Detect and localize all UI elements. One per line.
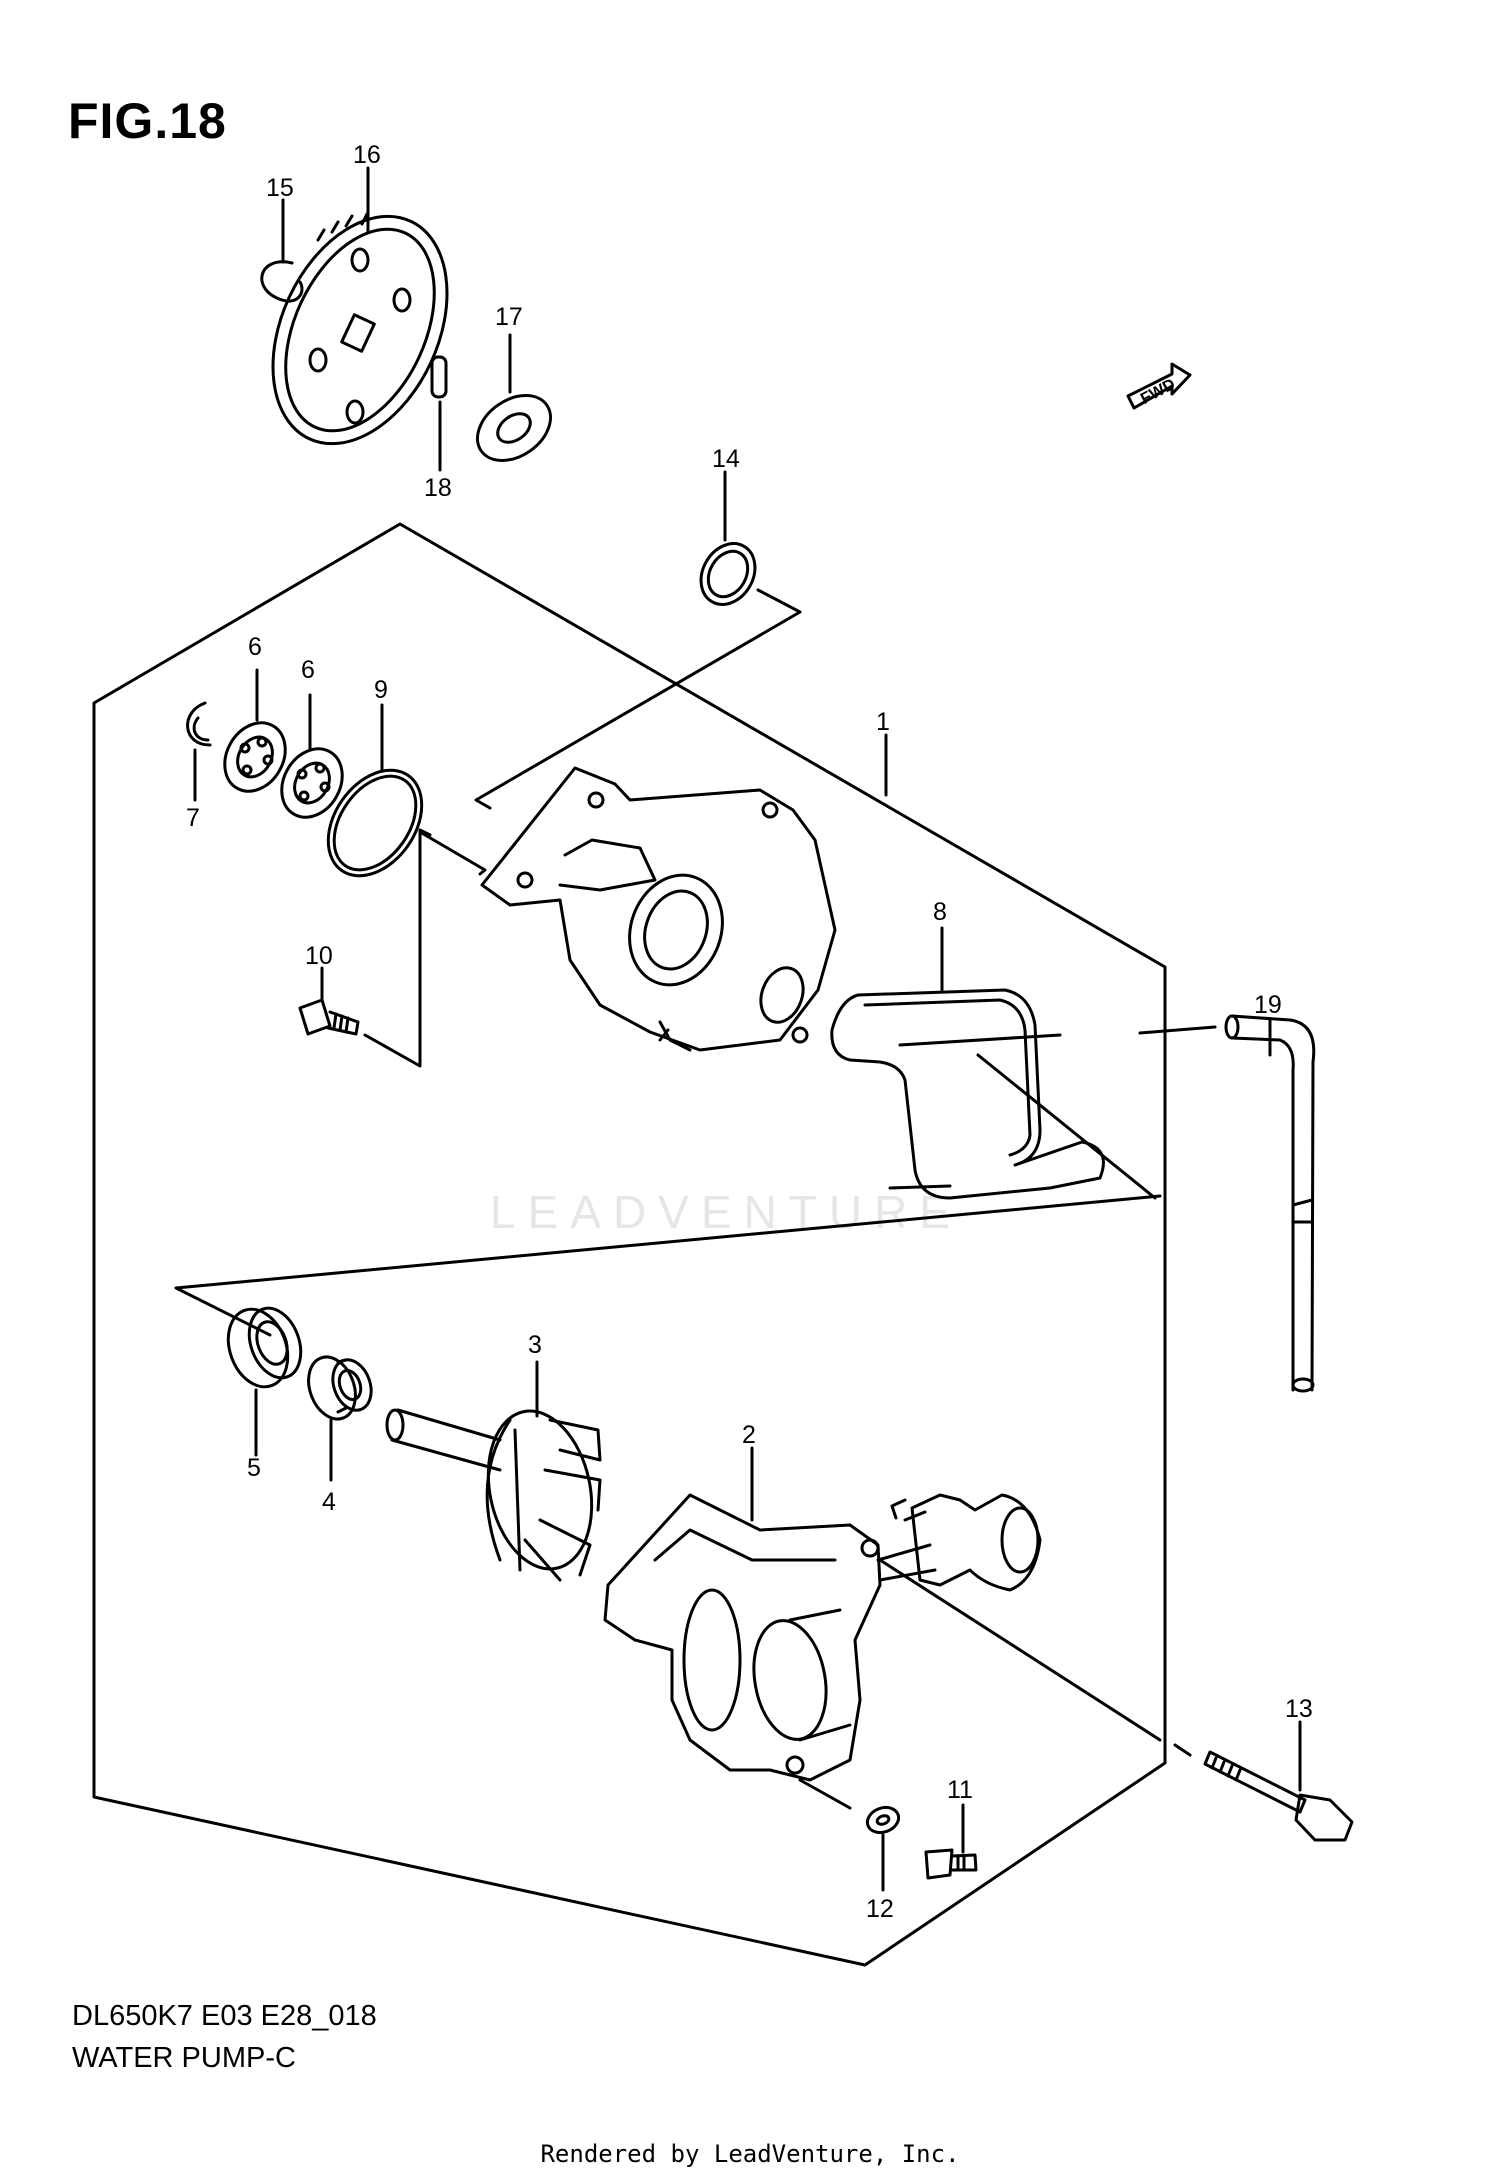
o-ring-part-14 <box>699 542 757 606</box>
rendered-by-footer: Rendered by LeadVenture, Inc. <box>540 2140 960 2168</box>
circlip-part-15 <box>260 260 304 303</box>
impeller-part-3 <box>385 1408 602 1582</box>
callout-8: 8 <box>933 898 947 926</box>
bolt-part-11 <box>924 1848 978 1880</box>
fwd-arrow-icon: FWD <box>1126 362 1192 410</box>
leader-14-housing <box>474 588 802 810</box>
callout-16: 16 <box>353 141 381 169</box>
diagram-caption: WATER PUMP-C <box>72 2042 296 2074</box>
diagram-code: DL650K7 E03 E28_018 <box>72 2000 377 2032</box>
callout-4: 4 <box>322 1488 336 1516</box>
callout-2: 2 <box>742 1421 756 1449</box>
callout-15: 15 <box>266 174 294 202</box>
callout-19: 19 <box>1254 991 1282 1019</box>
gasket-inner-8 <box>863 998 1032 1190</box>
pin-part-18 <box>430 355 448 399</box>
washer-part-12 <box>865 1805 901 1835</box>
bearing-part-6a <box>223 721 287 793</box>
callout-9: 9 <box>374 676 388 704</box>
assembly-outline <box>92 522 1167 1967</box>
pump-cover-part-2 <box>603 1493 1042 1782</box>
callout-18: 18 <box>424 474 452 502</box>
callout-1: 1 <box>876 708 890 736</box>
leader-19-housing <box>898 1025 1217 1047</box>
leader-13-cover <box>878 1558 1192 1757</box>
callout-11: 11 <box>947 1776 973 1804</box>
callout-5: 5 <box>247 1454 261 1482</box>
leader-12-cover <box>798 1778 852 1810</box>
hose-part-19 <box>1224 1014 1316 1393</box>
watermark: LEADVENTURE <box>490 1186 962 1238</box>
callout-6b: 6 <box>301 656 315 684</box>
mechanical-seal-part-4 <box>307 1355 373 1421</box>
bolt-part-13 <box>1203 1750 1354 1842</box>
callout-6a: 6 <box>248 633 262 661</box>
gear-part-16 <box>271 212 449 446</box>
figure-title: FIG.18 <box>68 93 227 149</box>
callout-13: 13 <box>1285 1695 1313 1723</box>
oil-seal-part-5 <box>226 1306 303 1389</box>
o-ring-part-9 <box>326 768 424 878</box>
leader-10-housing <box>363 828 432 1068</box>
washer-part-17 <box>476 394 552 462</box>
callout-12: 12 <box>866 1895 894 1923</box>
housing-split-line-2 <box>976 1053 1157 1200</box>
callout-10: 10 <box>305 942 333 970</box>
bolt-part-10 <box>298 998 360 1036</box>
bearing-part-6b <box>280 747 344 819</box>
gasket-part-8 <box>830 988 1105 1200</box>
clip-part-7 <box>186 701 212 747</box>
callout-17: 17 <box>495 303 523 331</box>
leader-9-housing <box>418 830 487 876</box>
pump-housing-part-1 <box>480 766 837 1052</box>
callout-14: 14 <box>712 445 740 473</box>
callout-7: 7 <box>186 804 200 832</box>
callout-3: 3 <box>528 1331 542 1359</box>
housing-split-line <box>174 1194 1162 1337</box>
